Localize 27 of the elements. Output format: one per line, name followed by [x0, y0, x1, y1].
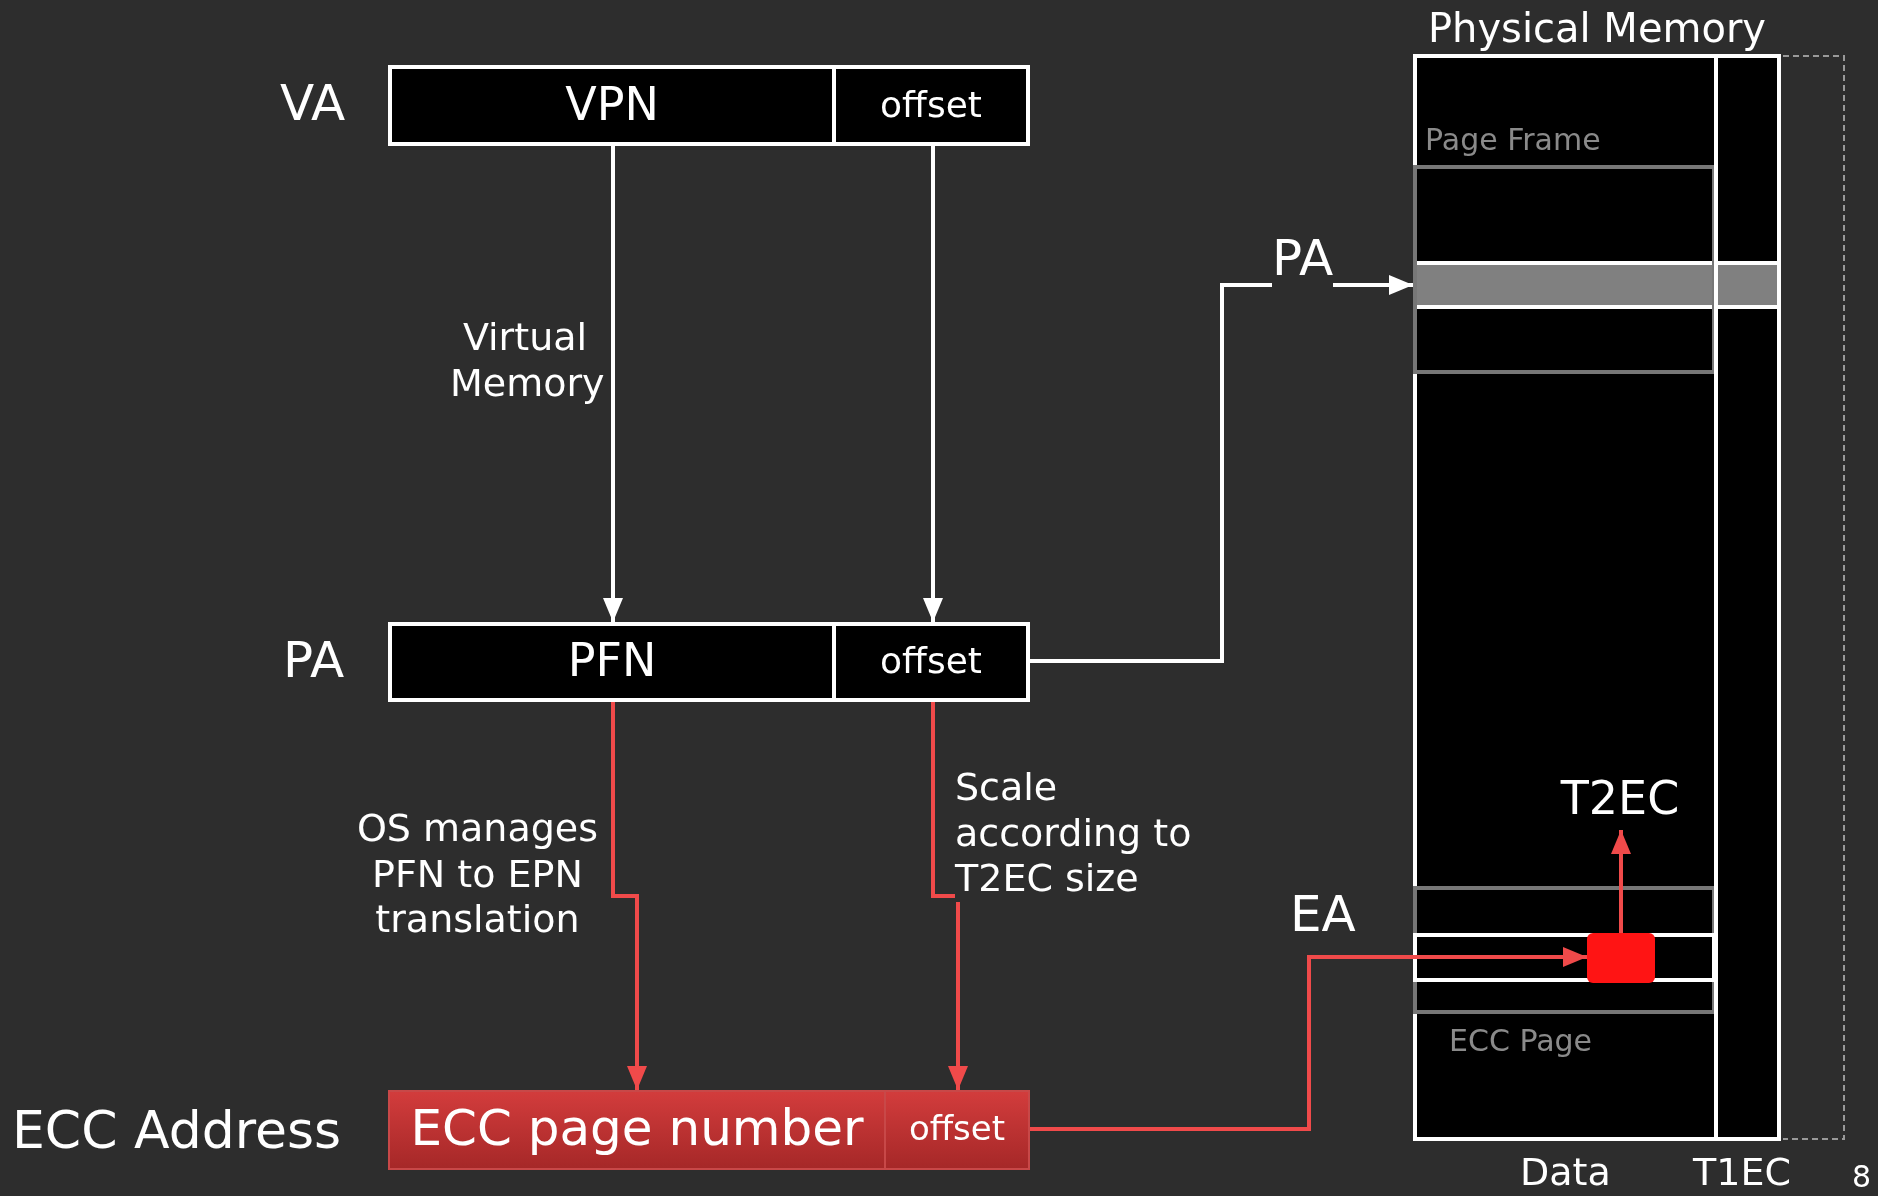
row-label: PA	[283, 633, 345, 688]
arrow	[603, 146, 623, 622]
field-text: offset	[879, 84, 983, 125]
row-label: VA	[280, 76, 346, 131]
region-label: T2EC	[1560, 773, 1680, 824]
arrow	[931, 702, 968, 1090]
row-label: ECC Address	[12, 1102, 342, 1160]
t2ec-block	[1587, 933, 1655, 983]
field-text: PFN	[566, 635, 658, 686]
field-text: offset	[879, 641, 983, 681]
arrow	[611, 702, 647, 1090]
page-number: 8	[1852, 1160, 1872, 1193]
arrow	[1611, 830, 1631, 933]
column-label: T1EC	[1693, 1152, 1791, 1194]
address-field	[884, 1090, 1030, 1170]
column-label: Data	[1520, 1152, 1611, 1194]
ecc-row	[1413, 933, 1716, 982]
memory-title: Physical Memory	[1426, 6, 1768, 50]
field-text: offset	[907, 1110, 1007, 1148]
region-heading: ECC Page	[1449, 1024, 1592, 1057]
region-heading: Page Frame	[1425, 123, 1601, 156]
arrow	[923, 146, 943, 622]
field-text: ECC page number	[409, 1101, 865, 1156]
arrow	[1030, 275, 1413, 663]
arrow	[1030, 947, 1587, 1131]
address-field	[388, 1090, 886, 1170]
field-text: VPN	[564, 78, 660, 130]
